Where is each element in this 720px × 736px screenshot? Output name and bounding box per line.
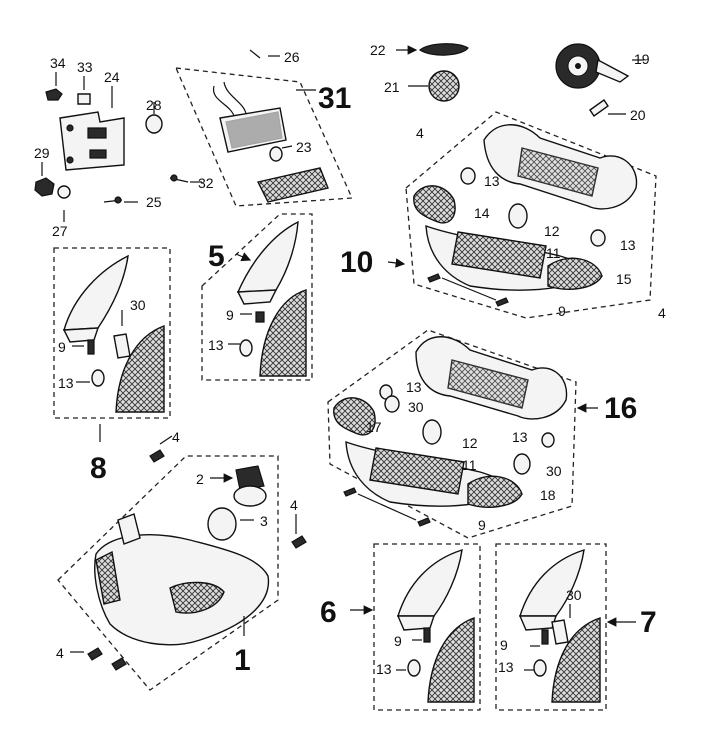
callout-28: 28 (146, 97, 162, 113)
callout-21: 21 (384, 79, 400, 95)
callout-5: 5 (208, 240, 225, 273)
front-indicator-assembly-16 (327, 329, 598, 539)
callout-13-a: 13 (484, 173, 500, 189)
callout-23: 23 (296, 139, 312, 155)
callout-13-f: 13 (512, 429, 528, 445)
mesh-21 (428, 70, 460, 102)
callout-9-a: 9 (558, 303, 566, 319)
callout-33: 33 (77, 59, 93, 75)
callout-3: 3 (260, 513, 268, 529)
callout-7: 7 (640, 606, 657, 639)
callout-4-a: 4 (416, 125, 424, 141)
callout-13-g: 13 (376, 661, 392, 677)
callout-labels: 34 33 24 28 29 27 25 32 26 31 23 22 21 1… (34, 42, 666, 677)
callout-30-a: 30 (130, 297, 146, 313)
callout-9-b: 9 (226, 307, 234, 323)
callout-4-d: 4 (290, 497, 298, 513)
horn-group (396, 43, 644, 117)
callout-31: 31 (318, 82, 351, 115)
callout-14: 14 (474, 205, 490, 221)
callout-29: 29 (34, 145, 50, 161)
callout-27: 27 (52, 223, 68, 239)
callout-4-e: 4 (56, 645, 64, 661)
callout-26: 26 (284, 49, 300, 65)
headlight-assembly-1 (57, 435, 307, 691)
callout-11-a: 11 (546, 245, 561, 261)
callout-9-e: 9 (394, 633, 402, 649)
bolt-20 (589, 99, 609, 117)
callout-25: 25 (146, 194, 162, 210)
callout-9-f: 9 (500, 637, 508, 653)
grommet-28 (145, 114, 163, 134)
license-plate-bracket-group (34, 72, 202, 222)
callout-10: 10 (340, 246, 373, 279)
callout-34: 34 (50, 55, 66, 71)
callout-24: 24 (104, 69, 120, 85)
callout-12-a: 12 (544, 223, 560, 239)
callout-17: 17 (366, 419, 382, 435)
callout-32: 32 (198, 175, 214, 191)
callout-15: 15 (616, 271, 632, 287)
strip-22 (418, 43, 469, 56)
callout-13-c: 13 (208, 337, 224, 353)
front-indicator-assembly-10 (387, 111, 657, 319)
callout-12-b: 12 (462, 435, 478, 451)
callout-22: 22 (370, 42, 386, 58)
callout-30-d: 30 (566, 587, 582, 603)
callout-9-c: 9 (58, 339, 66, 355)
callout-2: 2 (196, 471, 204, 487)
side-indicator-assembly-5 (201, 213, 313, 381)
callout-13-d: 13 (58, 375, 74, 391)
plate-bracket (59, 111, 125, 171)
callout-13-e: 13 (406, 379, 422, 395)
callout-20: 20 (630, 107, 646, 123)
callout-8: 8 (90, 452, 107, 485)
callout-30-b: 30 (408, 399, 424, 415)
callout-19: 19 (634, 51, 650, 67)
callout-9-d: 9 (478, 517, 486, 533)
side-indicator-assembly-8 (53, 247, 171, 442)
spacer-33 (77, 93, 91, 105)
callout-13-h: 13 (498, 659, 514, 675)
side-indicator-assembly-7 (495, 543, 636, 711)
callout-30-c: 30 (546, 463, 562, 479)
callout-11-b: 11 (462, 457, 477, 473)
callout-18: 18 (540, 487, 556, 503)
nut-29 (34, 177, 55, 197)
callout-13-b: 13 (620, 237, 636, 253)
washer-27 (57, 185, 71, 199)
callout-16: 16 (604, 392, 637, 425)
callout-1: 1 (234, 644, 251, 677)
nut-34 (45, 88, 63, 101)
callout-4-b: 4 (658, 305, 666, 321)
callout-6: 6 (320, 596, 337, 629)
callout-4-c: 4 (172, 429, 180, 445)
rear-light-assembly-31 (174, 49, 353, 207)
side-indicator-assembly-6 (350, 543, 481, 711)
